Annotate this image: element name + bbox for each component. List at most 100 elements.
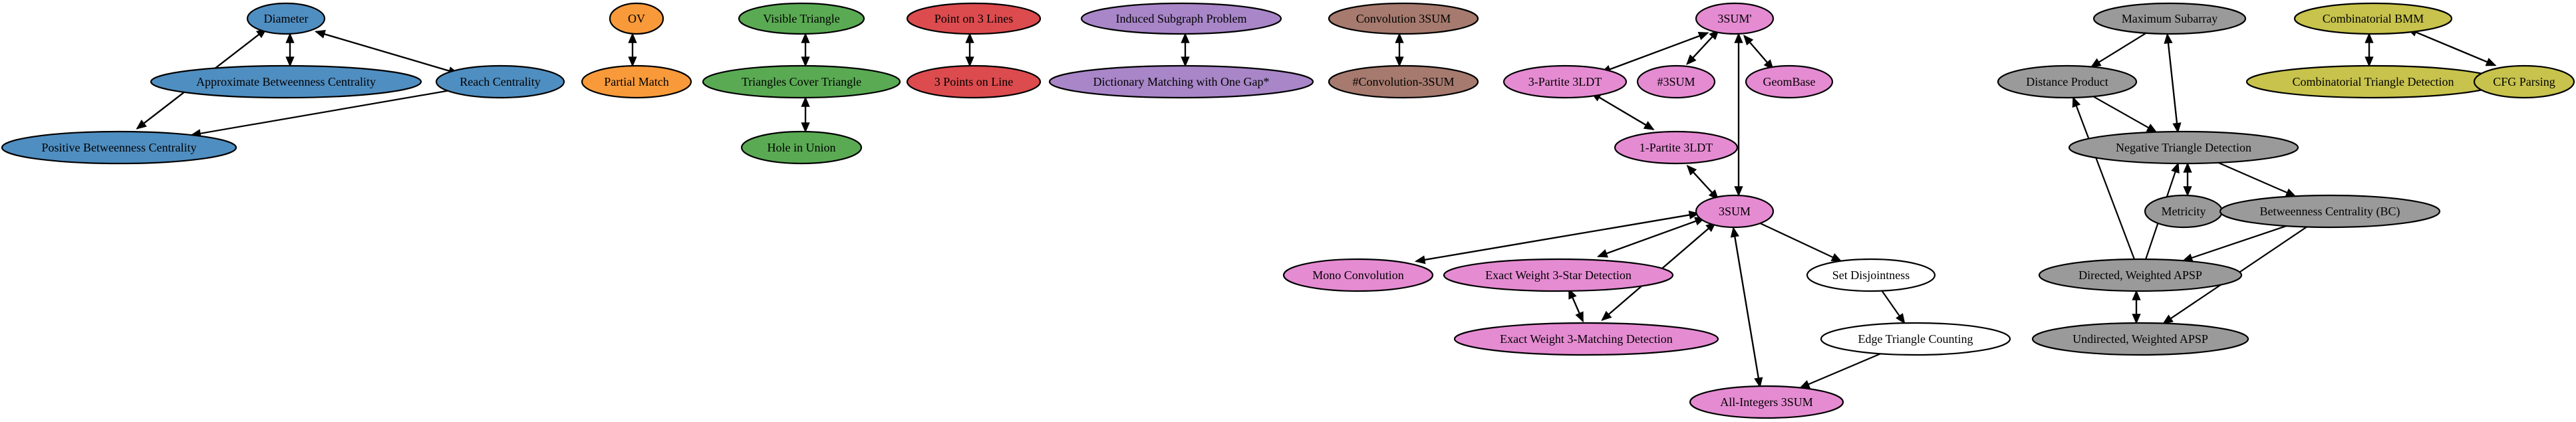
arrow-head-icon <box>1799 379 1811 389</box>
arrow-head-icon <box>628 33 637 43</box>
node-label: Exact Weight 3-Matching Detection <box>1500 332 1673 346</box>
edge-comb-tri-detect-to-comb-bmm <box>2364 33 2374 66</box>
arrow-head-icon <box>314 30 326 39</box>
edge-neg-triangle-to-bc <box>2218 161 2297 197</box>
arrow-head-icon <box>2171 162 2180 174</box>
edge-line <box>1881 290 1900 317</box>
node-label: #Convolution-3SUM <box>1352 75 1454 88</box>
arrow-head-icon <box>2090 58 2102 68</box>
edge-three-points-line-to-point-3-lines <box>965 33 974 66</box>
edge-line <box>1598 220 1697 257</box>
arrow-head-icon <box>1395 33 1404 43</box>
edge-line <box>2092 96 2150 129</box>
edge-reach-to-diameter <box>314 30 458 74</box>
node-mono-conv: Mono Convolution <box>1282 258 1434 292</box>
edge-line <box>1686 36 1713 65</box>
node-label: Diameter <box>264 12 309 25</box>
edge-set-disjoint-to-edge-tri-count <box>1881 290 1906 324</box>
edges-layer <box>136 28 2497 389</box>
node-label: 3SUM <box>1719 205 1751 218</box>
node-label: Combinatorial Triangle Detection <box>2293 75 2454 88</box>
node-conv-3sum: Convolution 3SUM <box>1328 2 1479 35</box>
node-label: 1-Partite 3LDT <box>1640 141 1713 154</box>
node-visible-triangle: Visible Triangle <box>738 2 865 35</box>
node-3sum: 3SUM <box>1695 194 1775 229</box>
node-ellipse <box>1820 322 2011 356</box>
node-point-3-lines: Point on 3 Lines <box>906 2 1042 35</box>
edge-line <box>1598 96 1654 130</box>
node-ellipse <box>1745 64 1834 99</box>
edge-line <box>2191 225 2287 259</box>
edge-3partite-3ldt-to-3sum-prime <box>1601 31 1709 73</box>
edge-hole-union-to-triangles-cover <box>801 96 810 132</box>
edge-3sum-to-set-disjoint <box>1759 222 1842 262</box>
edge-line <box>1749 41 1774 70</box>
edge-partial-match-to-ov <box>628 33 637 66</box>
arrow-head-icon <box>1734 33 1743 43</box>
node-all-int-3sum: All-Integers 3SUM <box>1689 385 1844 419</box>
node-label: GeomBase <box>1763 75 1816 88</box>
arrow-head-icon <box>1730 227 1739 238</box>
node-label: Distance Product <box>2026 75 2108 88</box>
node-bc: Betweenness Centrality (BC) <box>2219 194 2441 229</box>
edge-cfg-parsing-to-comb-bmm <box>2406 28 2496 66</box>
node-3partite-3ldt: 3-Partite 3LDT <box>1503 64 1628 99</box>
arrow-head-icon <box>2364 33 2374 43</box>
node-label: Dictionary Matching with One Gap* <box>1093 75 1270 88</box>
node-triangles-cover: Triangles Cover Triangle <box>702 64 901 99</box>
node-label: Set Disjointness <box>1832 268 1910 282</box>
node-label: OV <box>628 12 645 25</box>
node-ellipse <box>1636 64 1716 99</box>
edge-1partite-3ldt-to-3partite-3ldt <box>1590 92 1654 130</box>
arrow-head-icon <box>285 33 295 43</box>
node-ellipse <box>738 2 865 35</box>
edge-line <box>2098 32 2147 63</box>
arrow-head-icon <box>801 33 810 43</box>
edge-line <box>2218 161 2288 194</box>
node-ellipse <box>1328 64 1479 99</box>
edge-distance-product-to-neg-triangle <box>2092 96 2158 133</box>
arrow-head-icon <box>1181 33 1190 43</box>
node-label: Undirected, Weighted APSP <box>2073 332 2208 346</box>
edge-directed-apsp-to-distance-product <box>2072 96 2135 260</box>
node-ellipse <box>1806 258 1936 292</box>
node-label: Partial Match <box>604 75 668 88</box>
edge-line <box>2415 31 2496 66</box>
node-ellipse <box>1453 322 1719 356</box>
edge-line <box>1692 171 1719 200</box>
node-ellipse <box>1443 258 1674 292</box>
arrow-head-icon <box>1830 253 1842 262</box>
arrow-head-icon <box>1568 288 1577 300</box>
edge-line <box>1808 353 1881 385</box>
edge-3sum-to-1partite-3ldt <box>1686 164 1719 200</box>
node-label: Approximate Betweenness Centrality <box>196 75 376 88</box>
node-ellipse <box>1503 64 1628 99</box>
edge-exact-3matching-to-exact-3star <box>1568 288 1584 322</box>
edge-line <box>323 33 458 74</box>
node-three-points-line: 3 Points on Line <box>906 64 1042 99</box>
edge-3sum-to-3sum-prime <box>1734 33 1743 195</box>
node-label: Metricity <box>2162 205 2206 218</box>
node-ellipse <box>1997 64 2138 99</box>
node-label: Betweenness Centrality (BC) <box>2260 205 2400 219</box>
node-undirected-apsp: Undirected, Weighted APSP <box>2031 322 2249 356</box>
node-partial-match: Partial Match <box>581 64 692 99</box>
edge-bc-to-directed-apsp <box>2182 225 2287 263</box>
node-directed-apsp: Directed, Weighted APSP <box>2038 258 2243 292</box>
edge-line <box>1572 297 1584 322</box>
node-label: Induced Subgraph Problem <box>1116 12 1247 25</box>
arrow-head-icon <box>965 33 974 43</box>
arrow-head-icon <box>2183 162 2192 173</box>
node-ov: OV <box>609 2 664 35</box>
node-label: Convolution 3SUM <box>1356 12 1451 25</box>
node-ellipse <box>1689 385 1844 419</box>
arrow-head-icon <box>2164 33 2173 45</box>
edge-line <box>1734 236 1761 387</box>
node-ellipse <box>2068 130 2299 165</box>
node-ellipse <box>2219 194 2441 229</box>
node-metricity: Metricity <box>2144 194 2223 229</box>
node-neg-triangle: Negative Triangle Detection <box>2068 130 2299 165</box>
node-ellipse <box>435 64 565 99</box>
edge-line <box>2075 105 2135 260</box>
node-label: Reach Centrality <box>460 75 540 88</box>
